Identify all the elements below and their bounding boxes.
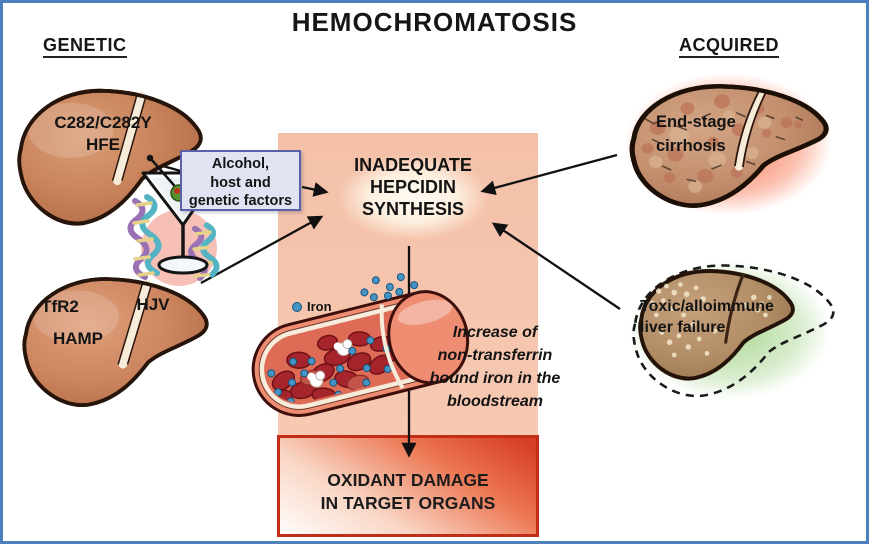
- page-title: HEMOCHROMATOSIS: [291, 7, 578, 37]
- toxic-line1: Toxic/alloimmune: [640, 298, 774, 315]
- hfe-liver-icon: [17, 88, 203, 226]
- normal-liver-dashed-outline: [632, 264, 835, 398]
- cirrhosis-line1: End-stage: [656, 113, 736, 131]
- toxic-liver-icon: [632, 264, 835, 398]
- white-blood-cell: [307, 370, 326, 388]
- ntbi-line2: non-transferrin: [437, 347, 553, 364]
- acquired-section-heading: ACQUIRED: [679, 35, 780, 58]
- hfe-liver-label: C282/C282Y HFE: [23, 112, 183, 156]
- ntbi-line1: Increase of: [452, 324, 538, 341]
- white-blood-cell: [333, 339, 353, 357]
- toxic-liver-label: Toxic/alloimmune liver failure: [640, 296, 820, 338]
- arrow-toxic-to-hepcidin: [491, 222, 621, 310]
- ntbi-line3: bound iron in the: [429, 370, 561, 387]
- oxidant-damage-label: OXIDANT DAMAGE IN TARGET ORGANS: [277, 469, 539, 515]
- iron-dots-free: [360, 273, 419, 302]
- vessel-far-wall: [388, 291, 468, 383]
- cirrhosis-liver-icon: [629, 84, 829, 208]
- hepcidin-node: INADEQUATE HEPCIDIN SYNTHESIS: [318, 154, 508, 220]
- arrow-genetic-to-hepcidin: [200, 215, 324, 285]
- cofactor-box: Alcohol, host and genetic factors: [180, 150, 301, 211]
- hepcidin-ellipse-glow: [318, 143, 508, 251]
- iron-legend-label: Iron: [307, 299, 332, 314]
- hepcidin-line1: INADEQUATE: [354, 155, 472, 175]
- genetic-section-heading: GENETIC: [43, 35, 127, 58]
- cirrhosis-line2: cirrhosis: [656, 137, 726, 155]
- juvenile-liver-icon: [22, 277, 209, 407]
- hjv-label: HJV: [136, 295, 170, 314]
- hfe-liver-line1: C282/C282Y: [54, 113, 152, 132]
- arrow-cofactors-to-hepcidin: [301, 182, 329, 197]
- ntbi-line4: bloodstream: [446, 393, 543, 410]
- blood-cells: [267, 331, 407, 406]
- cofactor-line1: Alcohol,: [211, 156, 270, 172]
- arrow-cirrhosis-to-hepcidin: [480, 153, 618, 196]
- ntbi-caption: Increase of non-transferrin bound iron i…: [411, 321, 579, 413]
- hepcidin-line3: SYNTHESIS: [361, 199, 465, 219]
- cofactor-line3: genetic factors: [188, 193, 293, 209]
- genetic-label: GENETIC: [43, 35, 127, 58]
- hepcidin-line2: HEPCIDIN: [369, 177, 456, 197]
- dna-helix-icon: [127, 194, 162, 280]
- oxidant-line1: OXIDANT DAMAGE: [327, 470, 489, 490]
- cofactor-line2: host and: [210, 174, 271, 191]
- tfr2-label: TfR2: [41, 297, 79, 316]
- acquired-label: ACQUIRED: [679, 35, 780, 58]
- toxic-line2: liver failure: [640, 319, 726, 336]
- blood-vessel-illustration: [251, 273, 470, 417]
- hamp-label: HAMP: [52, 329, 104, 348]
- toxic-liver-spots: [650, 282, 772, 358]
- cirrhosis-label: End-stage cirrhosis: [656, 110, 796, 158]
- hfe-liver-line2: HFE: [86, 135, 120, 154]
- iron-dot-icon: [292, 301, 302, 312]
- iron-legend: Iron: [292, 299, 332, 314]
- oxidant-line2: IN TARGET ORGANS: [320, 493, 496, 513]
